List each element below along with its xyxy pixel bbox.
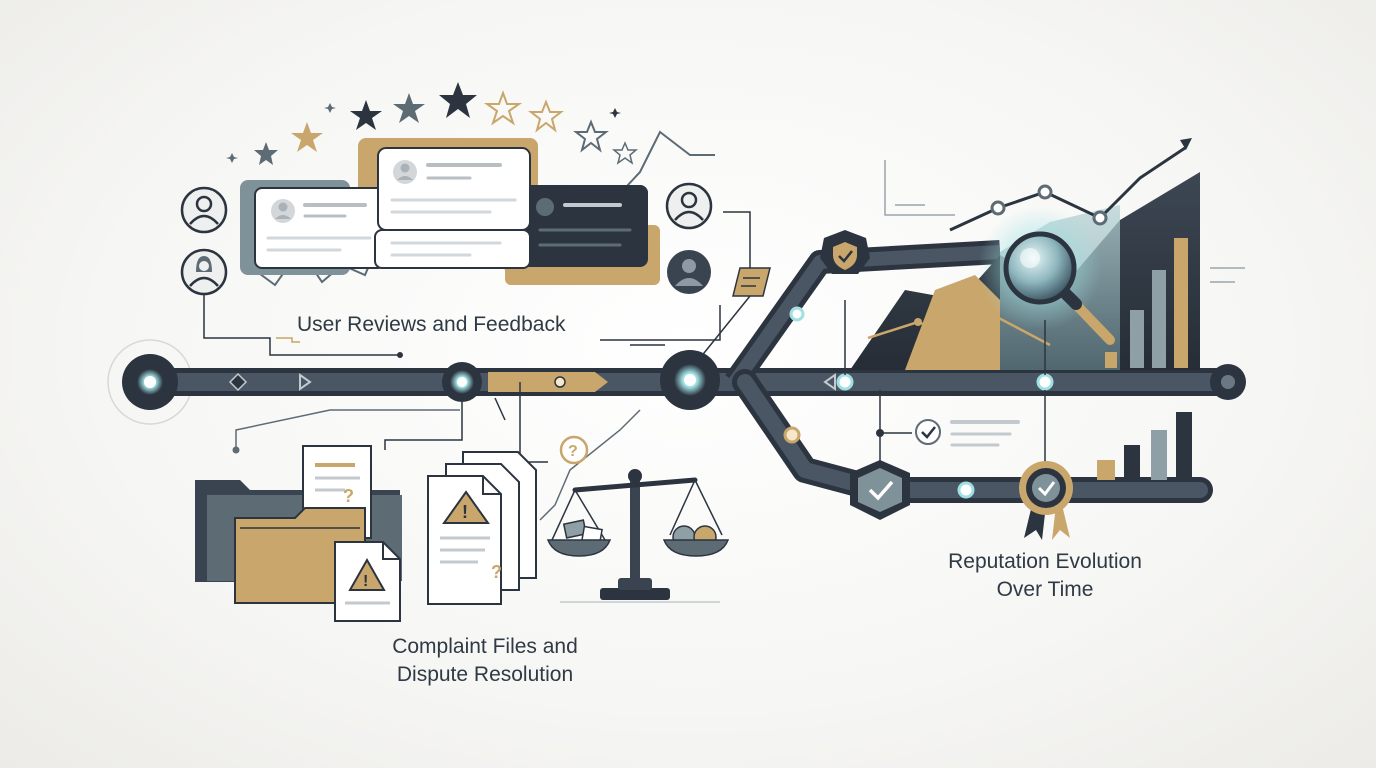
- user-avatar-icon: [180, 248, 228, 296]
- mini-bar-chart: [1097, 412, 1192, 480]
- review-card-back-navy-2: [520, 185, 648, 267]
- timeline-node: [836, 373, 854, 391]
- review-card: [374, 229, 531, 269]
- sparkle-icon: [324, 103, 336, 113]
- reputation-chart: [844, 138, 1245, 468]
- diamond-marker-icon: [228, 372, 248, 392]
- caption-complaints-line1: Complaint Files and: [392, 635, 578, 658]
- timeline-milestone: [554, 376, 566, 388]
- award-badge-icon: [1019, 461, 1073, 540]
- svg-text:!: !: [462, 502, 468, 522]
- bar: [1176, 412, 1192, 480]
- feedback-note-icon: [732, 267, 771, 297]
- timeline-highlight-segment: [488, 372, 608, 392]
- caption-reputation: Reputation Evolution Over Time: [915, 548, 1175, 604]
- scales-of-justice-icon: [546, 469, 730, 603]
- gold-trend-line: [867, 314, 1051, 347]
- complaints-cluster: ? ! ! ? ?: [195, 382, 730, 622]
- svg-text:?: ?: [568, 443, 578, 460]
- star-icon: [393, 93, 425, 123]
- bar: [1130, 310, 1144, 368]
- reviews-cluster: [180, 82, 771, 359]
- bar: [1124, 445, 1140, 480]
- star-icon: [528, 99, 564, 133]
- check-icon: [915, 419, 941, 445]
- caption-reputation-line1: Reputation Evolution: [948, 550, 1142, 573]
- review-card: [377, 147, 531, 231]
- trend-area-gold: [905, 275, 1000, 370]
- star-icon: [350, 100, 382, 130]
- warning-document-icon: !: [334, 541, 401, 622]
- rising-trend-line: [949, 146, 1186, 232]
- star-icon: [439, 82, 477, 118]
- caption-reputation-line2: Over Time: [996, 578, 1094, 601]
- timeline-node: [1036, 373, 1054, 391]
- upper-branch-track: [725, 240, 1001, 389]
- user-avatar-icon: [180, 186, 228, 234]
- bar: [1174, 238, 1188, 368]
- caption-complaints-line2: Dispute Resolution: [396, 663, 574, 686]
- user-avatar-icon: [665, 182, 713, 230]
- magnifier-icon: [978, 206, 1115, 345]
- arrow-head-icon: [1180, 138, 1192, 150]
- shield-check-badge: [820, 230, 870, 274]
- bar: [1097, 460, 1115, 480]
- question-bubble-icon: ?: [559, 435, 589, 465]
- hexagon-check-badge: [850, 460, 910, 520]
- svg-text:!: !: [363, 573, 368, 590]
- folder-icon: [234, 507, 366, 604]
- star-icon: [483, 90, 523, 126]
- caption-user-reviews: User Reviews and Feedback: [297, 313, 566, 336]
- star-icon: [573, 119, 609, 153]
- sparkle-icon: [609, 108, 621, 118]
- sparkle-icon: [226, 153, 238, 163]
- star-icon: [291, 122, 323, 152]
- user-avatar-icon: [667, 250, 711, 294]
- bar: [1152, 270, 1166, 368]
- caption-complaints: Complaint Files and Dispute Resolution: [360, 633, 610, 689]
- verified-entry: [915, 419, 1020, 447]
- star-icon: [611, 141, 639, 165]
- bar: [1151, 430, 1167, 480]
- question-mark-icon: ?: [491, 562, 502, 582]
- rating-stars: [226, 82, 639, 165]
- star-icon: [254, 142, 278, 165]
- question-mark-icon: ?: [343, 486, 354, 506]
- bar: [1105, 352, 1117, 368]
- review-card: [254, 187, 386, 269]
- complaint-documents-icon: ! ?: [427, 451, 537, 605]
